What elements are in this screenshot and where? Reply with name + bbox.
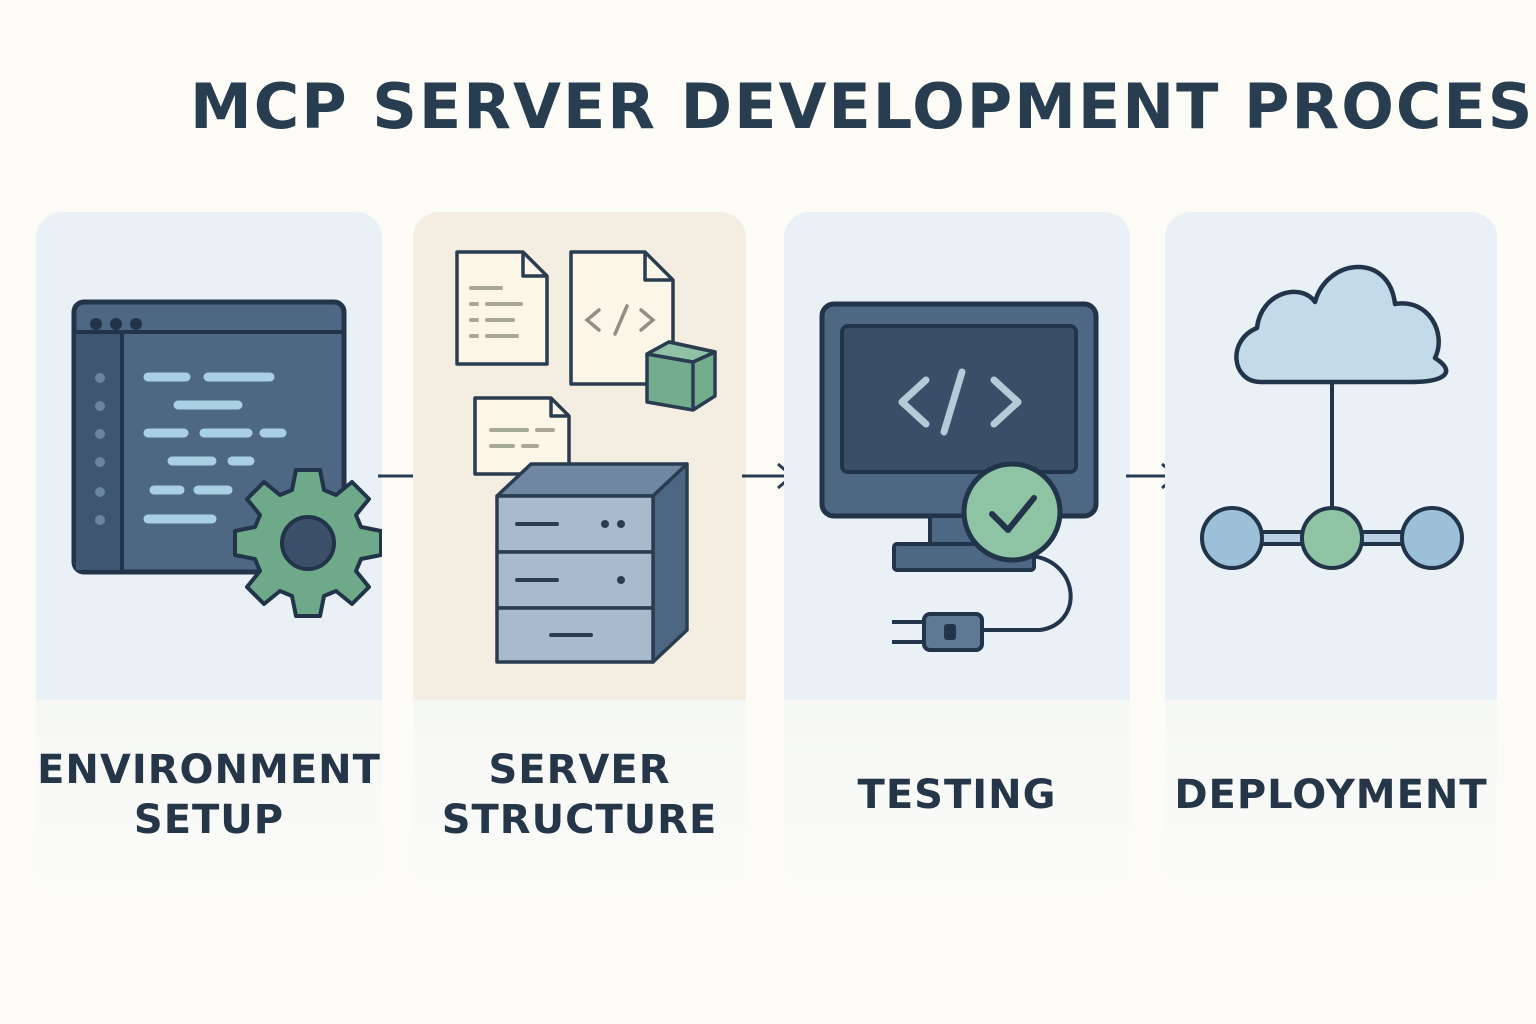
step-environment-setup: ENVIRONMENT SETUP <box>36 212 382 890</box>
step-label: SERVER STRUCTURE <box>441 747 718 843</box>
step-testing: TESTING <box>784 212 1130 890</box>
cloud-network-icon <box>1200 264 1464 570</box>
step-server-structure: SERVER STRUCTURE <box>413 212 746 890</box>
step-deployment: DEPLOYMENT <box>1165 212 1497 890</box>
files-server-stack-icon <box>455 250 717 664</box>
step-label: TESTING <box>857 772 1057 818</box>
step-label: DEPLOYMENT <box>1174 772 1488 818</box>
code-editor-gear-icon <box>71 299 382 618</box>
page-title: MCP SERVER DEVELOPMENT PROCESS <box>190 70 1536 143</box>
monitor-checkmark-icon <box>819 301 1099 652</box>
step-label: ENVIRONMENT SETUP <box>37 747 381 843</box>
